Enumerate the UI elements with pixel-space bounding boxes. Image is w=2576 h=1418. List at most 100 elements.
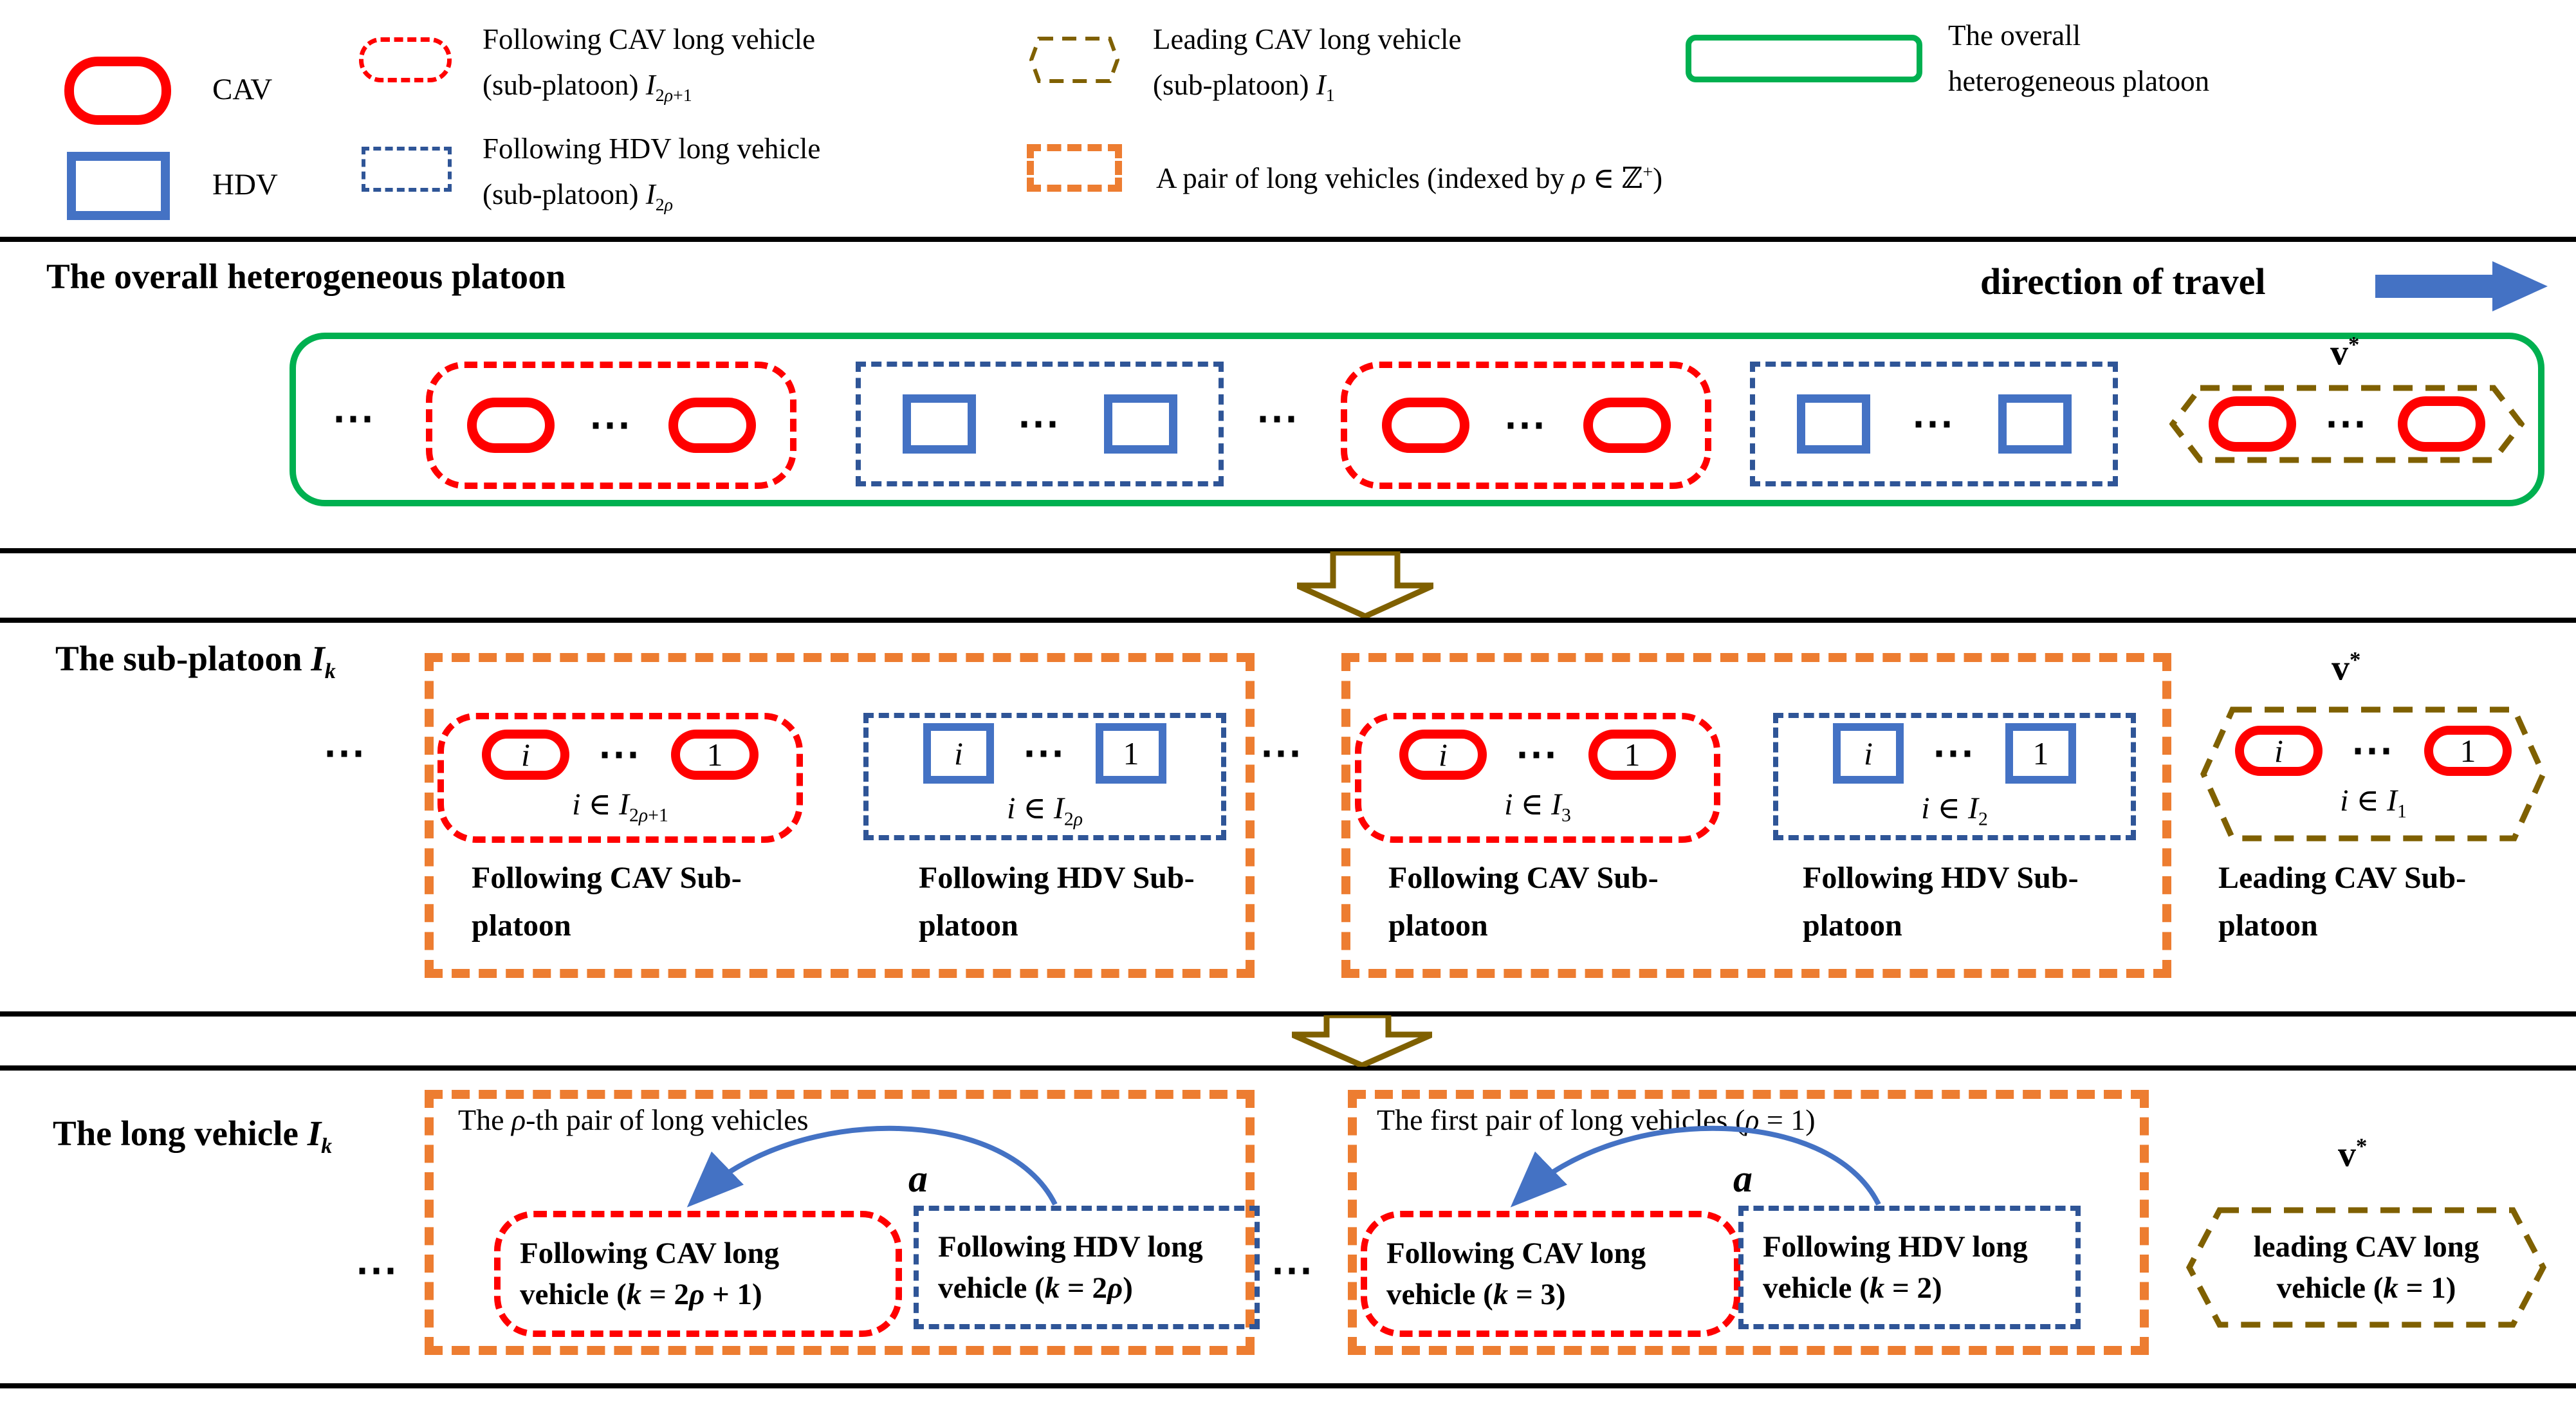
ellipsis: ⋯ <box>1504 401 1549 448</box>
leading-cav-legend-label: Leading CAV long vehicle (sub-platoon) I… <box>1153 17 1462 118</box>
cav-vehicle-1: 1 <box>1588 729 1676 780</box>
caption-line: Following HDV Sub- <box>919 861 1195 895</box>
lv-line: vehicle (k = 2ρ + 1) <box>520 1278 762 1311</box>
index-set-label: i ∈ I2ρ <box>1006 791 1083 830</box>
section1-title: The overall heterogeneous platoon <box>46 257 566 296</box>
legend-line: heterogeneous platoon <box>1948 65 2210 97</box>
following-cav-long-vehicle-box: Following CAV long vehicle (k = 3) <box>1361 1211 1740 1337</box>
hexagon-outline-icon <box>2169 385 2525 463</box>
lv-line: vehicle (k = 2ρ) <box>938 1271 1133 1305</box>
ellipsis: ⋯ <box>2351 726 2396 774</box>
ellipsis: ⋯ <box>355 1247 400 1294</box>
following-hdv-legend-label: Following HDV long vehicle (sub-platoon)… <box>483 126 820 228</box>
ellipsis: ⋯ <box>1260 730 1305 777</box>
pair-of-long-vehicles-box <box>425 653 1255 978</box>
following-cav-subplatoon-group: i ⋯ 1 i ∈ I2ρ+1 <box>437 713 803 843</box>
divider-line <box>0 1065 2576 1071</box>
divider-line <box>0 237 2576 242</box>
lv-line: Following HDV long <box>1763 1230 2028 1264</box>
leading-cav-subplatoon-group: i ⋯ 1 i ∈ I1 <box>2200 706 2546 842</box>
spacing-a-label: a <box>908 1157 928 1200</box>
hdv-vehicle-i: i <box>1833 723 1904 784</box>
following-hdv-legend-icon <box>362 147 452 192</box>
lv-line: vehicle (k = 1) <box>2276 1271 2456 1305</box>
legend-line: Following CAV long vehicle <box>483 23 816 55</box>
legend-line: Following HDV long vehicle <box>483 133 821 165</box>
caption-line: platoon <box>472 908 571 943</box>
caption-line: platoon <box>919 908 1018 943</box>
cav-vehicle-i: i <box>2235 725 2323 776</box>
ellipsis: ⋯ <box>1256 395 1301 442</box>
hdv-vehicle-i: i <box>923 723 994 784</box>
following-cav-subplatoon-group: ⋯ <box>426 362 796 489</box>
pair-legend-label: A pair of long vehicles (indexed by ρ ∈ … <box>1156 162 1663 194</box>
leading-cav-legend-icon <box>1029 37 1120 83</box>
cav-vehicle-1: 1 <box>2424 725 2512 776</box>
caption-line: Leading CAV Sub- <box>2218 861 2467 895</box>
divider-line <box>0 1011 2576 1017</box>
overall-platoon-box <box>290 333 2544 506</box>
cav-vehicle-i: i <box>1399 729 1487 780</box>
following-cav-subplatoon-group: i ⋯ 1 i ∈ I3 <box>1355 713 1720 843</box>
overall-platoon-legend-label: The overall heterogeneous platoon <box>1948 13 2209 104</box>
following-cav-subplatoon-group: ⋯ <box>1341 362 1711 489</box>
following-cav-legend-label: Following CAV long vehicle (sub-platoon)… <box>483 17 815 118</box>
cav-legend-icon <box>64 57 171 125</box>
following-hdv-long-vehicle-box: Following HDV long vehicle (k = 2ρ) <box>914 1206 1260 1329</box>
hdv-vehicle-1: 1 <box>2005 723 2076 784</box>
direction-of-travel-arrow-icon <box>2375 261 2548 315</box>
cav-legend-label: CAV <box>212 73 273 106</box>
hdv-vehicle-1: 1 <box>1096 723 1166 784</box>
caption-line: platoon <box>1388 908 1488 943</box>
caption-line: Following HDV Sub- <box>1803 861 2079 895</box>
section2-title: The sub-platoon Ik <box>55 639 336 683</box>
legend-line: (sub-platoon) I2ρ <box>483 178 674 215</box>
cav-vehicle-icon <box>1381 398 1469 453</box>
lv-line: vehicle (k = 3) <box>1386 1278 1566 1311</box>
pair-legend-icon <box>1027 144 1122 192</box>
subplatoon-caption: Leading CAV Sub- platoon <box>2218 854 2466 950</box>
legend-line: Leading CAV long vehicle <box>1153 23 1462 55</box>
ellipsis: ⋯ <box>323 730 368 777</box>
index-set-label: i ∈ I3 <box>1504 787 1571 826</box>
caption-line: Following CAV Sub- <box>1388 861 1659 895</box>
lv-line: leading CAV long <box>2253 1230 2479 1264</box>
legend-line: (sub-platoon) I2ρ+1 <box>483 69 692 106</box>
cav-vehicle-icon <box>466 398 555 453</box>
overall-platoon-legend-icon <box>1686 35 1922 82</box>
hexagon-outline-icon <box>2200 706 2546 842</box>
hexagon-outline-icon <box>2186 1207 2546 1328</box>
caption-line: platoon <box>2218 908 2318 943</box>
ellipsis: ⋯ <box>1932 729 1977 777</box>
spacing-a-label: a <box>1733 1157 1753 1200</box>
cav-vehicle-i: i <box>482 729 569 780</box>
ellipsis: ⋯ <box>1022 729 1067 777</box>
cav-vehicle-icon <box>2398 396 2485 452</box>
leading-cav-subplatoon-group: ⋯ <box>2169 385 2525 463</box>
cav-vehicle-icon <box>668 398 756 453</box>
lv-line: Following HDV long <box>938 1230 1203 1264</box>
lv-line: Following CAV long <box>520 1237 780 1270</box>
following-hdv-subplatoon-group: ⋯ <box>1750 362 2118 486</box>
ellipsis: ⋯ <box>1271 1247 1316 1294</box>
legend-line: The overall <box>1948 19 2081 51</box>
following-hdv-long-vehicle-box: Following HDV long vehicle (k = 2) <box>1738 1206 2081 1329</box>
hdv-vehicle-icon <box>902 394 976 454</box>
ellipsis: ⋯ <box>332 395 377 442</box>
cav-vehicle-icon <box>1583 398 1671 453</box>
leading-cav-long-vehicle-box: leading CAV long vehicle (k = 1) <box>2186 1207 2546 1328</box>
cav-vehicle-1: 1 <box>671 729 759 780</box>
ellipsis: ⋯ <box>2324 400 2369 447</box>
legend-line: (sub-platoon) I1 <box>1153 69 1335 106</box>
index-set-label: i ∈ I1 <box>2340 783 2407 822</box>
hdv-vehicle-icon <box>1998 394 2072 454</box>
subplatoon-caption: Following CAV Sub- platoon <box>1388 854 1659 950</box>
following-hdv-subplatoon-group: i ⋯ 1 i ∈ I2ρ <box>863 713 1226 840</box>
caption-line: Following CAV Sub- <box>472 861 742 895</box>
hdv-legend-icon <box>67 152 170 220</box>
hdv-vehicle-icon <box>1103 394 1177 454</box>
ellipsis: ⋯ <box>1017 400 1062 447</box>
caption-line: platoon <box>1803 908 1902 943</box>
